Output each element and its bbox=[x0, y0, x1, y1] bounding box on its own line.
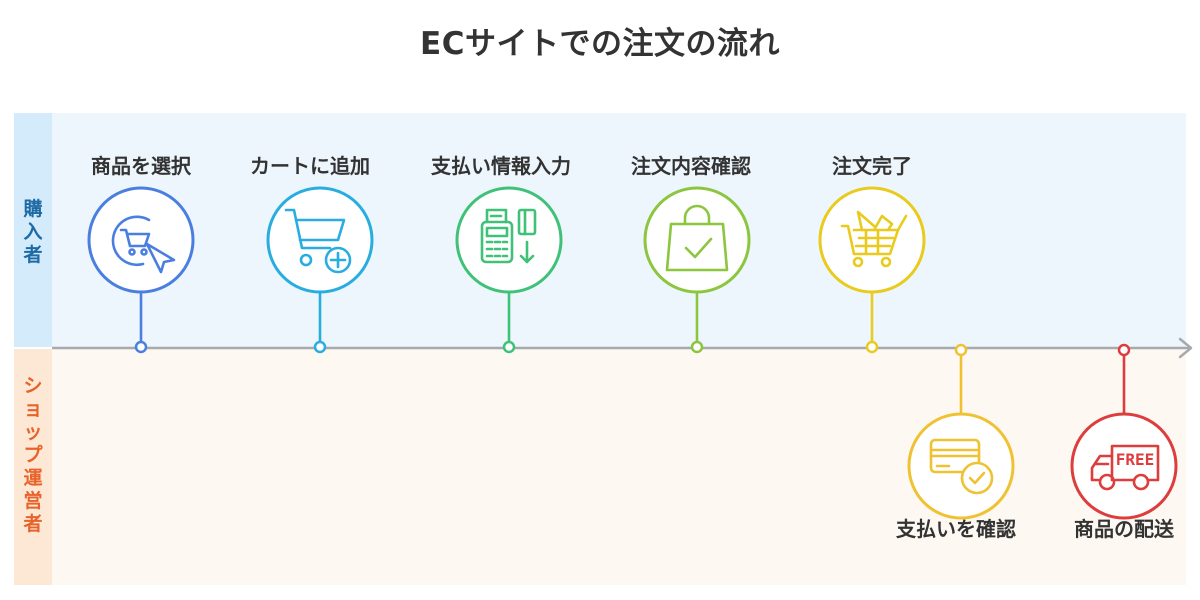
timeline-dot bbox=[313, 340, 327, 354]
bag-check-icon bbox=[665, 204, 729, 272]
buyer-lane-band bbox=[14, 113, 1186, 347]
step-label: 商品の配送 bbox=[1074, 517, 1174, 541]
step-node bbox=[907, 343, 1015, 520]
shop-lane-label: ショップ運営者 bbox=[23, 375, 43, 535]
step-node bbox=[818, 186, 926, 354]
timeline-dot bbox=[1117, 343, 1131, 357]
buyer-lane-header bbox=[14, 113, 52, 347]
timeline-arrowhead bbox=[1178, 337, 1193, 359]
step-circle bbox=[1070, 412, 1178, 520]
step-label: 商品を選択 bbox=[91, 154, 191, 178]
timeline-dot bbox=[134, 340, 148, 354]
step-circle bbox=[455, 186, 563, 294]
timeline-dot bbox=[502, 340, 516, 354]
truck-badge-text: FREE bbox=[1116, 450, 1155, 469]
page-title: ECサイトでの注文の流れ bbox=[420, 26, 780, 62]
step-label: 支払いを確認 bbox=[896, 517, 1016, 541]
step-circle bbox=[87, 186, 195, 294]
delivery-truck-icon: FREE bbox=[1090, 444, 1160, 491]
card-check-icon bbox=[929, 438, 994, 495]
step-node bbox=[643, 186, 751, 354]
step-circle bbox=[643, 186, 751, 294]
step-circle bbox=[907, 412, 1015, 520]
step-node bbox=[455, 186, 563, 354]
step-node bbox=[87, 186, 195, 354]
cart-add-icon bbox=[284, 208, 352, 274]
step-label: 支払い情報入力 bbox=[431, 154, 571, 178]
shop-lane-header bbox=[14, 349, 52, 585]
buyer-lane-label: 購入者 bbox=[23, 198, 43, 266]
step-label: 注文内容確認 bbox=[631, 154, 751, 178]
payment-terminal-icon bbox=[480, 208, 537, 264]
cart-cursor-icon bbox=[111, 215, 176, 274]
step-label: カートに追加 bbox=[250, 154, 370, 178]
step-circle bbox=[818, 186, 926, 294]
step-node: FREE bbox=[1070, 343, 1178, 520]
timeline-dot bbox=[865, 340, 879, 354]
timeline-dot bbox=[954, 343, 968, 357]
full-cart-icon bbox=[840, 210, 908, 268]
timeline-dot bbox=[690, 340, 704, 354]
step-label: 注文完了 bbox=[832, 154, 912, 178]
step-node bbox=[266, 186, 374, 354]
